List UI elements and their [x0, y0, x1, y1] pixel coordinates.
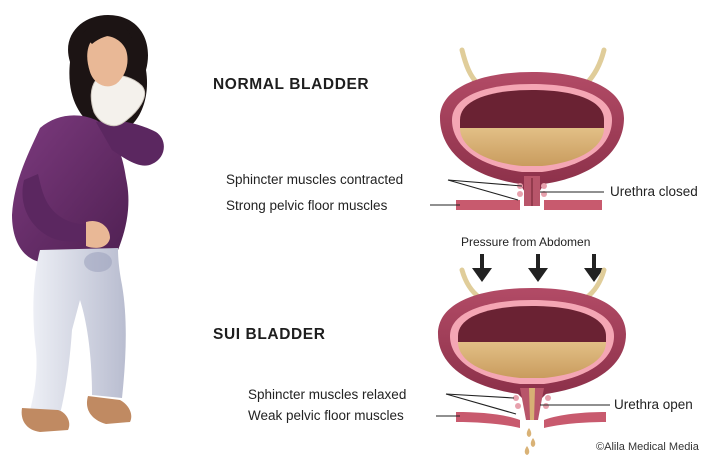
- pressure-arrows: [472, 254, 604, 282]
- normal-sphincter-label: Sphincter muscles contracted: [226, 172, 403, 187]
- shoe-right: [87, 396, 131, 424]
- sui-sphincter-label: Sphincter muscles relaxed: [248, 387, 406, 402]
- normal-pelvic-label: Strong pelvic floor muscles: [226, 198, 388, 213]
- pelvic-floor-strong: [456, 200, 520, 210]
- sui-pelvic-label: Weak pelvic floor muscles: [248, 408, 404, 423]
- urethra-lumen: [529, 388, 535, 420]
- ureter-left: [462, 50, 478, 84]
- normal-bladder: [430, 50, 624, 210]
- sui-urethra-label: Urethra open: [614, 397, 693, 412]
- pants: [30, 248, 126, 414]
- sui-bladder: [436, 270, 626, 455]
- credit-text: ©Alila Medical Media: [596, 441, 700, 453]
- pelvic-floor-weak: [456, 412, 520, 428]
- pressure-label: Pressure from Abdomen: [461, 235, 590, 249]
- shoe-left: [22, 408, 70, 432]
- sui-bladder-heading: SUI BLADDER: [213, 326, 326, 343]
- ureter-right: [586, 50, 604, 84]
- leak-drops: [525, 428, 536, 455]
- wet-patch: [84, 252, 112, 272]
- normal-urethra-label: Urethra closed: [610, 184, 698, 199]
- pelvic-floor-strong-right: [544, 200, 602, 210]
- normal-bladder-heading: NORMAL BLADDER: [213, 76, 369, 93]
- woman-figure: [12, 15, 164, 432]
- pelvic-floor-weak-right: [544, 412, 606, 428]
